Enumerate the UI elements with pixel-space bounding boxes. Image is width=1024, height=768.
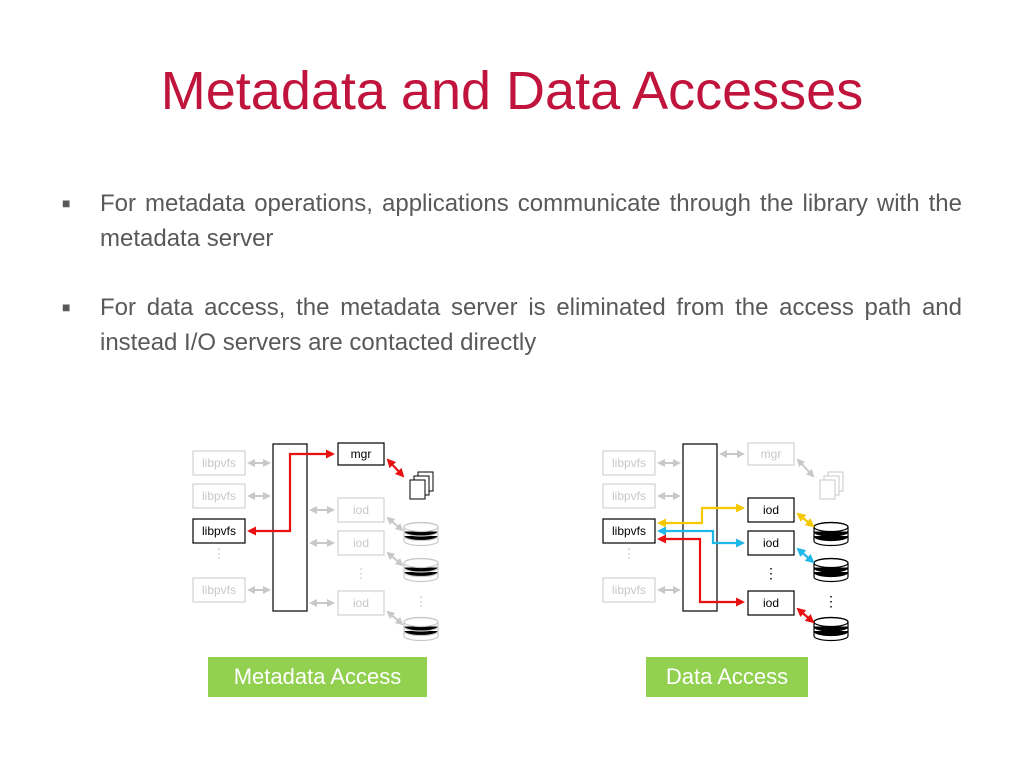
file-stack-icon — [409, 471, 434, 500]
client-box — [602, 450, 656, 476]
io-server-label: iod — [763, 536, 779, 550]
io-server-box — [747, 530, 795, 556]
slide-title: Metadata and Data Accesses — [160, 61, 864, 121]
svg-text:⋮: ⋮ — [824, 593, 838, 609]
io-server-box — [337, 530, 385, 556]
data-access-diagram: libpvfs libpvfs libpvfs ⋮ libpvfs mgr — [602, 442, 849, 642]
client-label: libpvfs — [612, 489, 646, 503]
client-box — [192, 577, 246, 603]
active-client-box — [602, 518, 656, 544]
io-server-box — [337, 497, 385, 523]
bullet-square-icon: ■ — [62, 299, 71, 315]
bullet-item-data: ■ For data access, the metadata server i… — [62, 290, 962, 360]
data-paths — [657, 503, 815, 624]
client-box — [192, 483, 246, 509]
metadata-path — [247, 449, 405, 536]
svg-text:⋮: ⋮ — [623, 546, 636, 561]
active-client-box — [192, 518, 246, 544]
io-server-label: iod — [763, 596, 779, 610]
client-box — [602, 483, 656, 509]
bullet-text-data: For data access, the metadata server is … — [100, 294, 962, 356]
io-server-box — [337, 590, 385, 616]
svg-text:⋮: ⋮ — [764, 565, 778, 581]
bullet-text-metadata: For metadata operations, applications co… — [100, 190, 962, 252]
io-server-label: iod — [763, 503, 779, 517]
client-label: libpvfs — [202, 456, 236, 470]
disk-stack-icon — [403, 521, 439, 642]
active-client-label: libpvfs — [202, 524, 236, 538]
client-box — [192, 450, 246, 476]
svg-text:⋮: ⋮ — [355, 566, 368, 581]
manager-label: mgr — [351, 447, 372, 461]
metadata-access-diagram: libpvfs libpvfs libpvfs ⋮ libpvfs — [192, 442, 439, 642]
client-label: libpvfs — [202, 583, 236, 597]
client-label: libpvfs — [612, 583, 646, 597]
manager-box — [747, 442, 795, 466]
io-server-box — [747, 497, 795, 523]
bullet-list: ■ For metadata operations, applications … — [62, 186, 962, 394]
io-server-label: iod — [353, 536, 369, 550]
io-server-box — [747, 590, 795, 616]
svg-text:⋮: ⋮ — [415, 594, 428, 609]
manager-box — [337, 442, 385, 466]
data-access-caption: Data Access — [646, 657, 808, 697]
client-label: libpvfs — [612, 456, 646, 470]
bullet-square-icon: ■ — [62, 195, 71, 211]
bullet-item-metadata: ■ For metadata operations, applications … — [62, 186, 962, 256]
io-server-label: iod — [353, 596, 369, 610]
file-stack-icon — [819, 471, 844, 500]
manager-label: mgr — [761, 447, 782, 461]
svg-text:⋮: ⋮ — [213, 546, 226, 561]
active-client-label: libpvfs — [612, 524, 646, 538]
client-label: libpvfs — [202, 489, 236, 503]
disk-stack-icon — [813, 521, 849, 642]
metadata-access-caption: Metadata Access — [208, 657, 427, 697]
client-box — [602, 577, 656, 603]
io-server-label: iod — [353, 503, 369, 517]
